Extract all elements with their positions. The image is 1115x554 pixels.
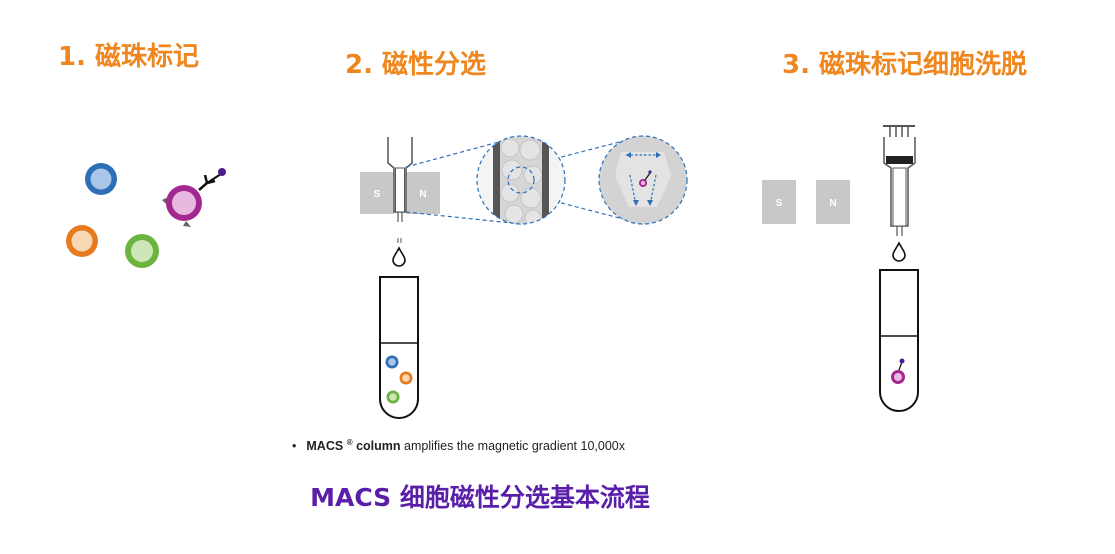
bead-zoom-icon [598,135,688,225]
note-bullet: • [292,439,297,454]
test-tube-icon [379,276,419,419]
step-3-title: 3. 磁珠标记细胞洗脱 [782,50,1028,80]
test-tube-icon [879,269,919,412]
orange-cell-icon [66,225,98,257]
note-registered: ® [346,438,353,447]
green-cell-icon [125,234,159,268]
droplet-icon [392,238,406,267]
column-note: • MACS ® column amplifies the magnetic gr… [292,438,625,453]
step-2-column: S N [360,135,688,419]
step-1-cells [66,163,226,268]
note-text: amplifies the magnetic gradient 10,000x [404,439,625,454]
magnet-south-label-2: S [776,198,783,209]
column-icon [387,137,413,222]
matrix-zoom-icon [476,135,566,225]
magnet-north-label: N [419,189,426,200]
column-icon [883,137,916,236]
step-1-title: 1. 磁珠标记 [58,42,200,72]
magnet-south-label: S [374,189,381,200]
magnet-north-label-2: N [829,198,836,209]
note-brand: MACS [306,439,344,454]
magnet-icon: S N [762,180,850,224]
step-2-title: 2. 磁性分选 [345,50,487,80]
droplet-icon [892,241,906,262]
magnet-icon: S N [360,172,440,214]
step-3-elution: S N [762,125,919,412]
note-column: column [356,439,401,454]
blue-cell-icon [85,163,117,195]
labeled-cell-icon [162,185,202,227]
main-title: MACS 细胞磁性分选基本流程 [310,483,650,512]
antibody-bead-icon [198,168,226,191]
